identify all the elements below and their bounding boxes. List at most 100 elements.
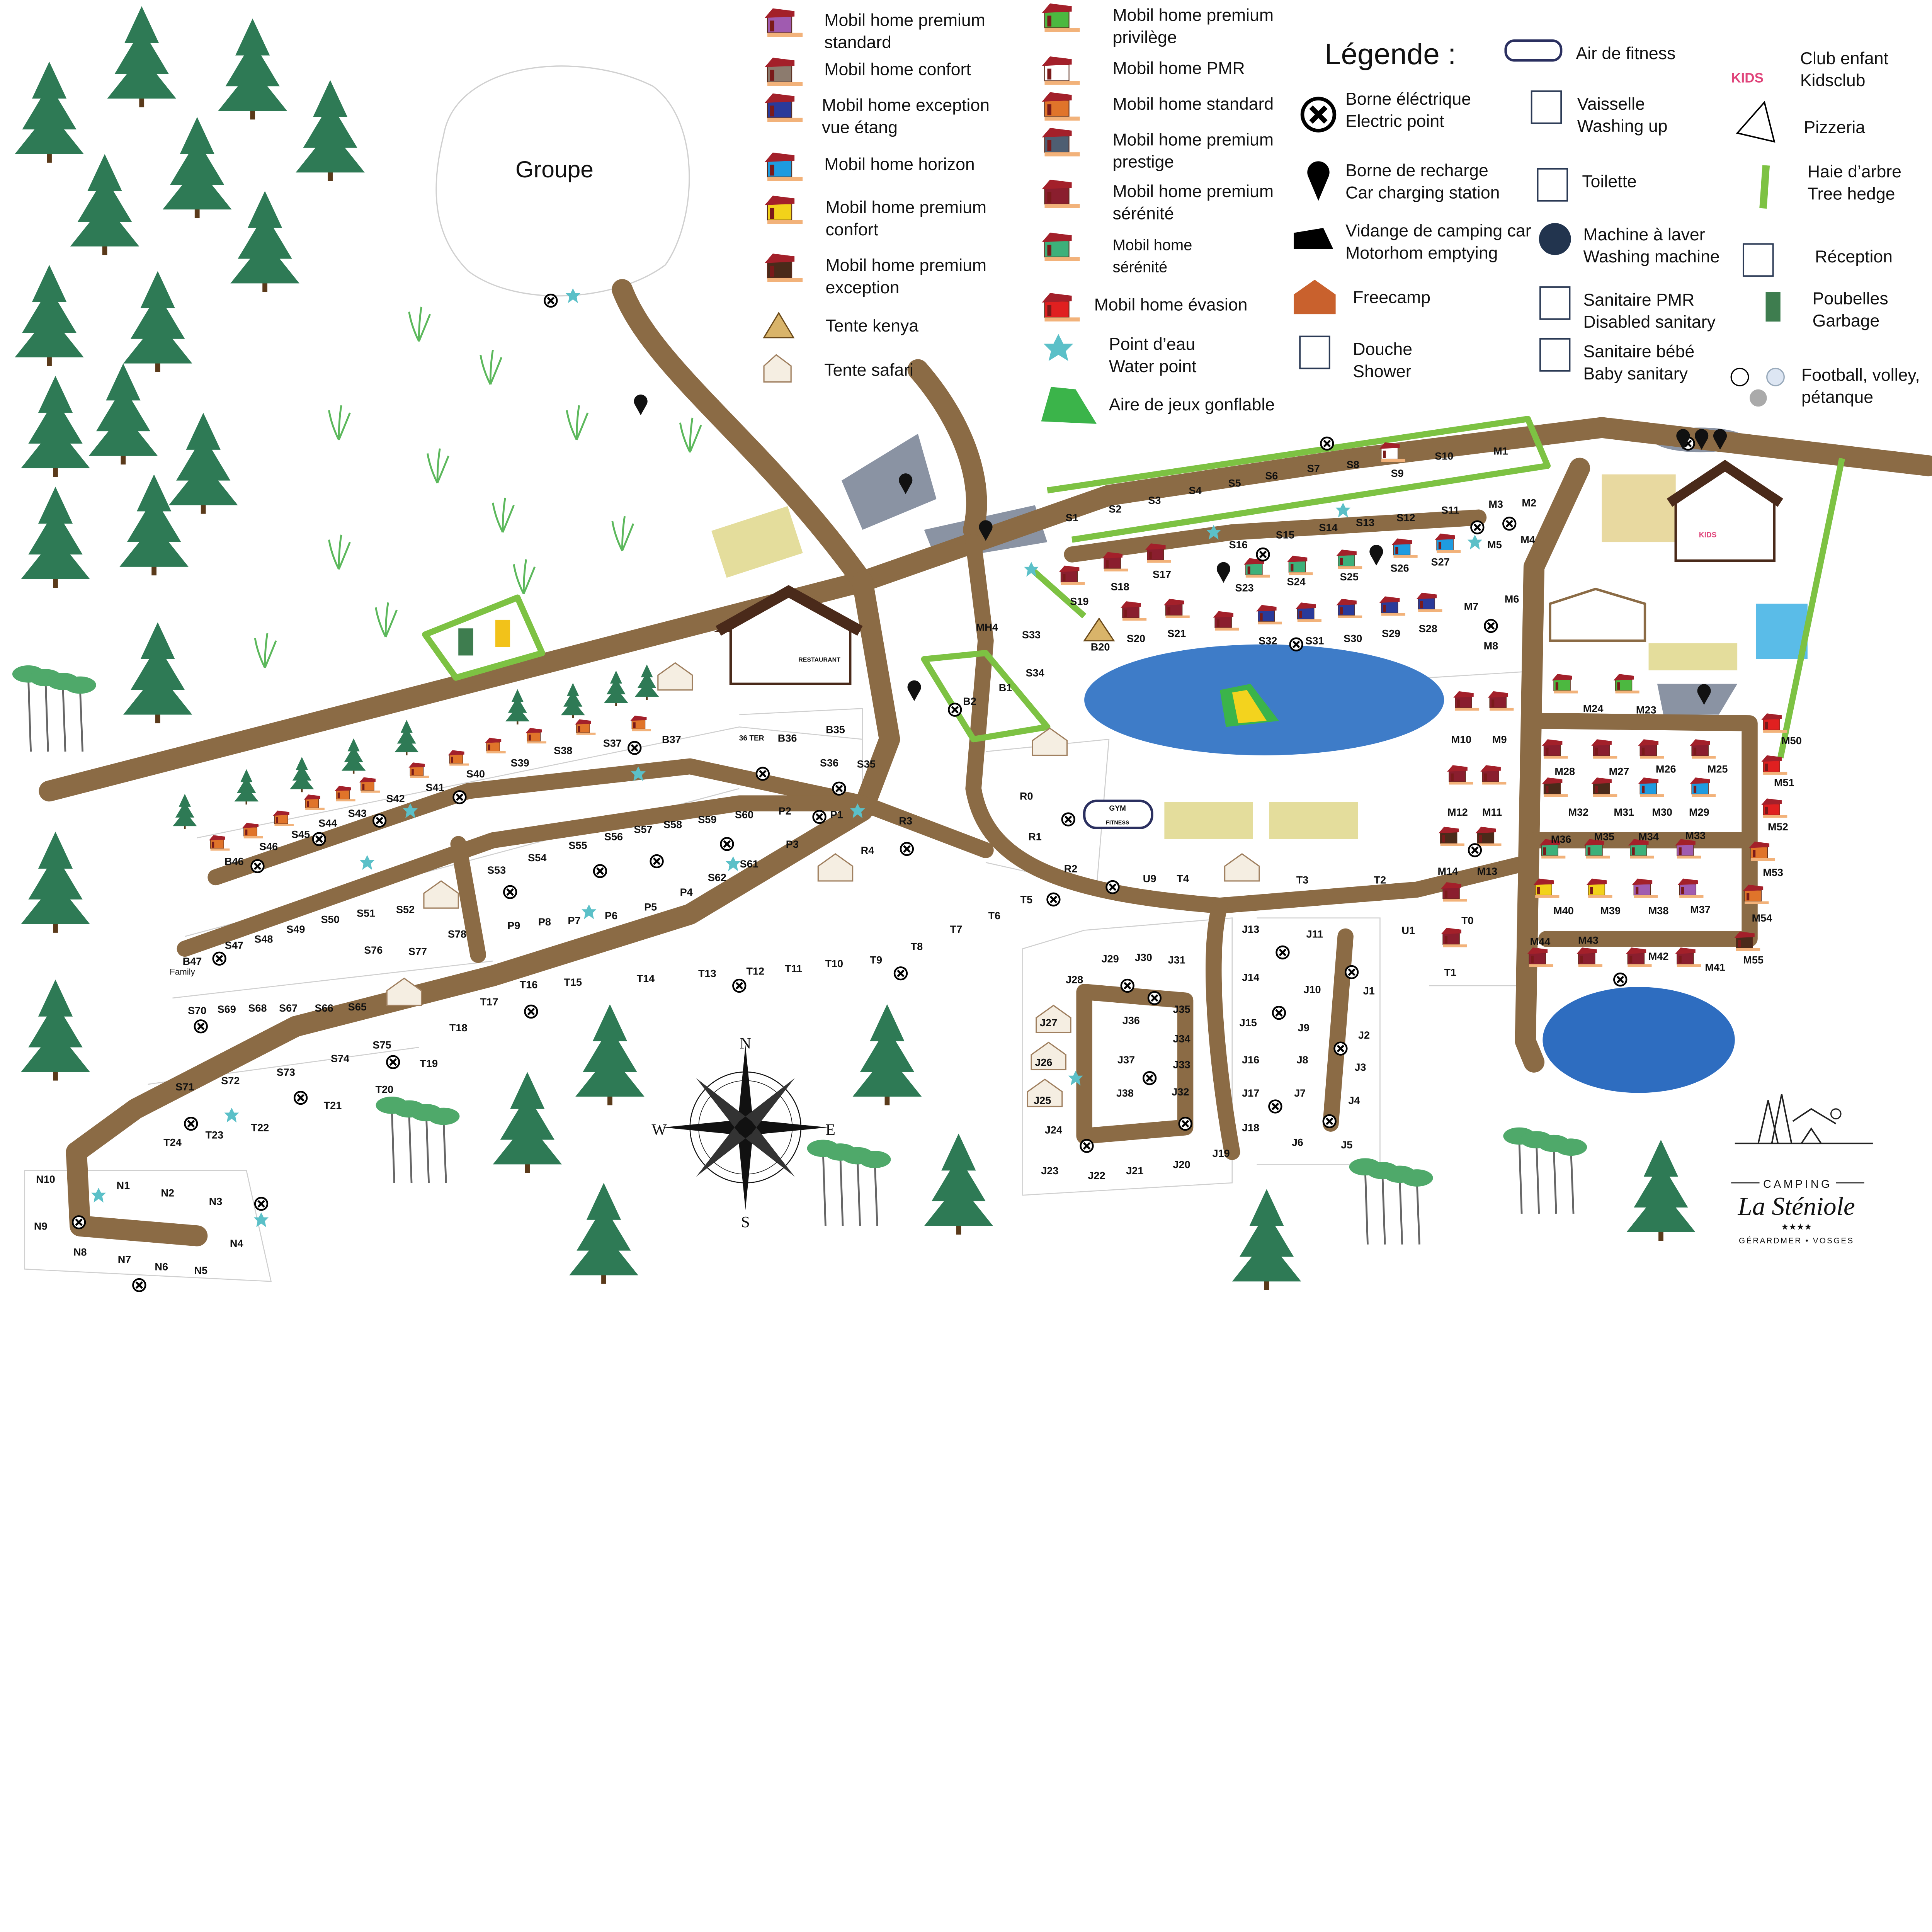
plot-label[interactable]: J31 [1168, 954, 1185, 966]
plot-label[interactable]: S40 [466, 768, 485, 780]
plot-label[interactable]: M29 [1689, 806, 1709, 818]
electric-point-icon[interactable] [900, 842, 914, 856]
plot-label[interactable]: N4 [230, 1237, 243, 1249]
plot-label[interactable]: N2 [161, 1187, 174, 1199]
plot-label[interactable]: M23 [1636, 704, 1656, 716]
water-point-star-icon[interactable] [850, 803, 865, 818]
plot-label[interactable]: S4 [1189, 485, 1202, 497]
electric-point-icon[interactable] [1272, 1005, 1286, 1020]
electric-point-icon[interactable] [720, 837, 734, 851]
plot-label[interactable]: S11 [1441, 504, 1459, 516]
plot-label[interactable]: M52 [1768, 821, 1788, 833]
plot-label[interactable]: P1 [830, 808, 843, 820]
plot-label[interactable]: T3 [1296, 874, 1309, 886]
plot-label[interactable]: B37 [662, 733, 681, 745]
electric-point-icon[interactable] [1613, 972, 1628, 987]
plot-label[interactable]: J18 [1242, 1121, 1259, 1133]
plot-label[interactable]: T7 [950, 923, 963, 935]
electric-point-icon[interactable] [372, 813, 387, 828]
plot-label[interactable]: S34 [1026, 667, 1044, 679]
plot-label[interactable]: M54 [1752, 912, 1772, 924]
plot-label[interactable]: M3 [1488, 498, 1503, 510]
plot-label[interactable]: S55 [568, 839, 587, 851]
plot-label[interactable]: M28 [1554, 765, 1575, 777]
plot-label[interactable]: R0 [1020, 790, 1033, 802]
plot-label[interactable]: S14 [1319, 521, 1337, 533]
plot-label[interactable]: N7 [118, 1253, 131, 1265]
plot-label[interactable]: J19 [1212, 1147, 1230, 1159]
plot-label[interactable]: P7 [568, 915, 580, 927]
plot-label[interactable]: 36 TER [739, 734, 764, 742]
plot-label[interactable]: M7 [1464, 600, 1479, 612]
plot-label[interactable]: S39 [511, 757, 529, 769]
plot-label[interactable]: M6 [1505, 593, 1519, 605]
electric-point-icon[interactable] [732, 978, 747, 993]
plot-label[interactable]: R2 [1064, 863, 1078, 875]
plot-label[interactable]: M1 [1493, 445, 1508, 457]
plot-label[interactable]: S13 [1356, 517, 1374, 529]
plot-label[interactable]: M31 [1614, 806, 1634, 818]
plot-label[interactable]: P2 [779, 805, 791, 817]
plot-label[interactable]: M10 [1451, 733, 1472, 745]
plot-label[interactable]: S49 [286, 923, 305, 935]
plot-label[interactable]: S5 [1228, 477, 1241, 489]
plot-label[interactable]: J27 [1040, 1017, 1057, 1029]
plot-label[interactable]: J35 [1173, 1003, 1190, 1015]
plot-label[interactable]: M50 [1781, 735, 1802, 747]
plot-label[interactable]: S75 [372, 1039, 391, 1051]
plot-label[interactable]: M13 [1477, 865, 1497, 877]
plot-label[interactable]: T13 [698, 968, 716, 980]
water-point-star-icon[interactable] [1068, 1071, 1083, 1086]
electric-point-icon[interactable] [1468, 843, 1482, 857]
plot-label[interactable]: J3 [1354, 1061, 1366, 1073]
electric-point-icon[interactable] [593, 864, 607, 878]
plot-label[interactable]: J32 [1172, 1086, 1189, 1098]
plot-label[interactable]: M11 [1482, 806, 1502, 818]
plot-label[interactable]: T11 [785, 963, 802, 975]
plot-label[interactable]: S60 [735, 808, 753, 820]
plot-label[interactable]: N1 [117, 1179, 130, 1191]
plot-label[interactable]: T23 [206, 1129, 224, 1141]
plot-label[interactable]: J16 [1242, 1054, 1259, 1066]
plot-label[interactable]: S59 [698, 813, 716, 825]
plot-label[interactable]: M33 [1685, 830, 1706, 842]
plot-label[interactable]: R3 [899, 815, 912, 827]
plot-label[interactable]: B2 [963, 695, 976, 707]
plot-label[interactable]: S73 [277, 1066, 295, 1078]
plot-label[interactable]: T2 [1374, 874, 1386, 886]
plot-label[interactable]: R1 [1028, 831, 1042, 843]
plot-label[interactable]: S27 [1431, 556, 1450, 568]
electric-point-icon[interactable] [1061, 812, 1075, 827]
plot-label[interactable]: S31 [1305, 635, 1324, 647]
plot-label[interactable]: T21 [324, 1099, 342, 1111]
plot-label[interactable]: J37 [1117, 1054, 1135, 1066]
electric-point-icon[interactable] [1080, 1139, 1094, 1153]
plot-label[interactable]: S61 [740, 858, 759, 870]
electric-point-icon[interactable] [1256, 547, 1270, 562]
plot-label[interactable]: S28 [1419, 622, 1437, 634]
electric-point-icon[interactable] [254, 1197, 269, 1211]
plot-label[interactable]: S78 [448, 928, 466, 940]
water-point-star-icon[interactable] [1467, 534, 1483, 550]
plot-label[interactable]: N8 [73, 1246, 87, 1258]
plot-label[interactable]: S68 [248, 1002, 267, 1014]
electric-point-icon[interactable] [524, 1004, 538, 1019]
plot-label[interactable]: M5 [1487, 539, 1502, 551]
electric-point-icon[interactable] [1178, 1116, 1192, 1131]
plot-label[interactable]: J29 [1101, 952, 1119, 964]
water-point-star-icon[interactable] [403, 803, 418, 818]
plot-label[interactable]: J23 [1041, 1165, 1058, 1177]
plot-label[interactable]: S36 [820, 757, 838, 769]
electric-point-icon[interactable] [1268, 1099, 1282, 1114]
plot-label[interactable]: J5 [1341, 1139, 1352, 1151]
plot-label[interactable]: M34 [1638, 831, 1659, 843]
electric-point-icon[interactable] [755, 767, 770, 781]
plot-label[interactable]: P4 [680, 886, 693, 898]
plot-label[interactable]: P9 [507, 919, 520, 931]
plot-label[interactable]: T24 [163, 1136, 182, 1148]
plot-label[interactable]: R4 [861, 844, 874, 856]
plot-label[interactable]: P3 [786, 838, 799, 850]
plot-label[interactable]: M25 [1708, 763, 1728, 775]
plot-label[interactable]: T17 [480, 996, 498, 1008]
plot-label[interactable]: M35 [1594, 831, 1614, 843]
